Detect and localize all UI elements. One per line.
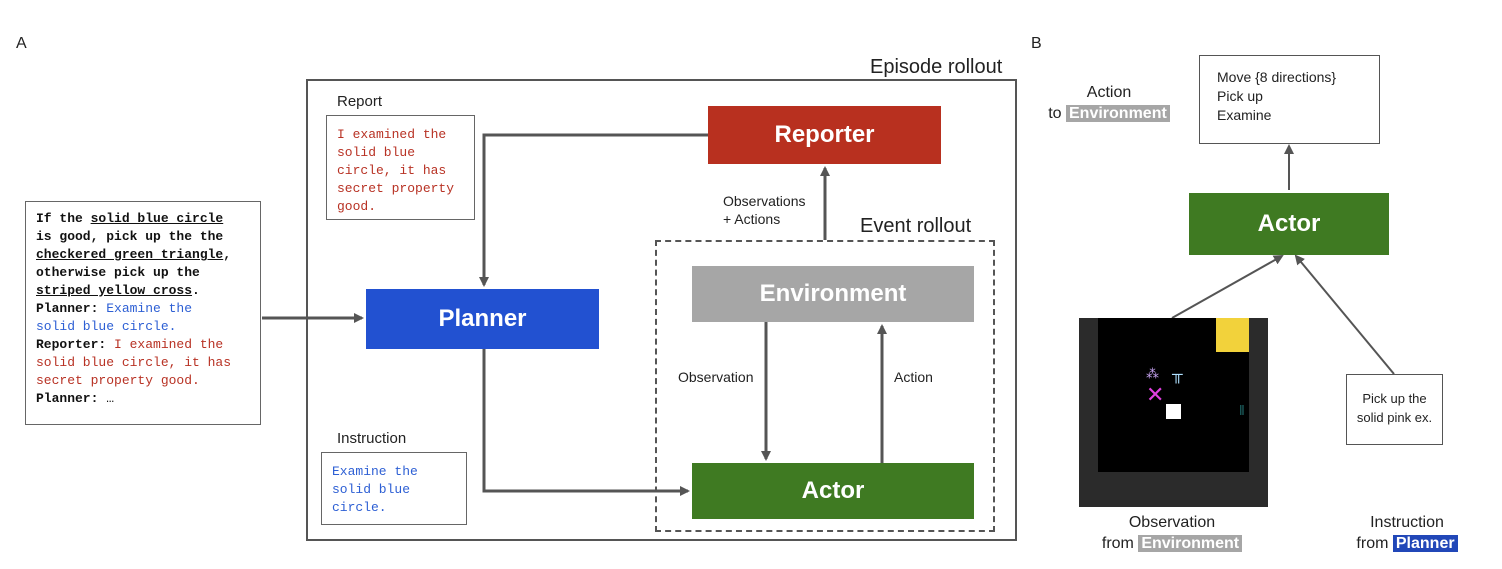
prompt-object-green-triangle: checkered green triangle <box>36 247 224 262</box>
action-caption-to: to <box>1048 105 1066 122</box>
event-rollout-title: Event rollout <box>860 215 972 237</box>
observation-caption-line1: Observation <box>1128 514 1216 531</box>
striped-cyan-object-icon: ╥ <box>1172 366 1183 383</box>
action-caption-line1: Action <box>1086 84 1132 101</box>
instruction-from-planner-caption: Instruction from Planner <box>1352 512 1462 554</box>
instruction-line: solid blue <box>332 482 411 497</box>
teal-object-icon: ‖ <box>1239 402 1245 418</box>
planner-to-actor-arrow <box>482 349 690 496</box>
planner-speaker: Planner: <box>36 391 99 406</box>
planner-utterance: Examine the <box>98 301 193 316</box>
prompt-text: , <box>223 247 232 262</box>
planner-speaker: Planner: <box>36 301 99 316</box>
environment-highlight: Environment <box>1138 535 1243 552</box>
episode-rollout-title: Episode rollout <box>870 56 1003 78</box>
instruction-box: Pick up the solid pink ex. <box>1346 374 1443 445</box>
action-space-item: Pick up <box>1217 88 1263 104</box>
instruction-box-line: solid pink ex. <box>1356 410 1433 425</box>
reporter-utterance: secret property good. <box>36 373 200 388</box>
instruction-caption-from: from <box>1356 535 1393 552</box>
prompt-text: If the <box>36 211 91 226</box>
action-space-item: Examine <box>1217 107 1272 123</box>
environment-highlight: Environment <box>1066 105 1170 122</box>
report-line: circle, it has <box>337 163 447 178</box>
instruction-note: Examine the solid blue circle. <box>321 452 467 525</box>
reporter-to-planner-arrow <box>479 133 708 287</box>
observation-caption-from: from <box>1101 535 1139 552</box>
pink-ex-icon: ✕ <box>1146 382 1165 407</box>
observation-to-actor-arrow <box>1171 255 1284 319</box>
observation-label: Observation <box>678 369 754 385</box>
wall-right <box>1249 318 1268 507</box>
panel-b-actor-block: Actor <box>1189 193 1389 255</box>
prompt-text: is good, pick up the the <box>36 229 224 244</box>
instruction-label: Instruction <box>337 430 407 447</box>
report-note: I examined the solid blue circle, it has… <box>326 115 475 220</box>
report-line: good. <box>337 199 377 214</box>
observations-line1: Observations <box>723 193 806 209</box>
report-line: secret property <box>337 181 455 196</box>
prompt-object-yellow-cross: striped yellow cross <box>36 283 193 298</box>
report-label: Report <box>337 93 383 110</box>
reporter-utterance: solid blue circle, it has <box>36 355 232 370</box>
instruction-line: circle. <box>332 500 387 515</box>
environment-block: Environment <box>692 266 974 322</box>
agent-square <box>1166 404 1181 419</box>
reporter-utterance: I examined the <box>106 337 224 352</box>
event-rollout-box <box>655 240 995 532</box>
reporter-block: Reporter <box>708 106 941 164</box>
planner-block: Planner <box>366 289 599 349</box>
instruction-caption-line1: Instruction <box>1370 514 1444 531</box>
report-line: solid blue <box>337 145 416 160</box>
observation-image: ⁂ ╥ ✕ ‖ <box>1079 318 1268 507</box>
purple-object-icon: ⁂ <box>1146 367 1159 382</box>
wall-bottom <box>1079 472 1268 507</box>
prompt-text: . <box>192 283 200 298</box>
action-to-environment-caption: Action to Environment <box>1044 82 1174 124</box>
planner-highlight: Planner <box>1392 535 1458 552</box>
wall-left <box>1079 318 1098 507</box>
prompt-text: otherwise pick up the <box>36 265 200 280</box>
yellow-object <box>1216 318 1249 352</box>
report-line: I examined the <box>337 127 447 142</box>
panel-a-letter: A <box>16 35 27 52</box>
observations-actions-label: Observations + Actions <box>723 192 805 228</box>
observation-from-environment-caption: Observation from Environment <box>1082 512 1262 554</box>
prompt-note: If the solid blue circle is good, pick u… <box>25 201 261 425</box>
instruction-box-line: Pick up the <box>1362 391 1427 406</box>
episode-rollout-box <box>306 79 1017 541</box>
planner-utterance: solid blue circle. <box>36 319 177 334</box>
panel-b-letter: B <box>1031 35 1042 52</box>
reporter-speaker: Reporter: <box>36 337 107 352</box>
actor-block: Actor <box>692 463 974 519</box>
observations-line2: + Actions <box>723 211 781 227</box>
action-space-item: Move {8 directions} <box>1217 69 1337 85</box>
planner-utterance: … <box>98 391 115 406</box>
instruction-to-actor-arrow <box>1294 254 1395 375</box>
action-label: Action <box>894 369 933 385</box>
instruction-line: Examine the <box>332 464 418 479</box>
prompt-object-blue-circle: solid blue circle <box>90 211 224 226</box>
action-space-box: Move {8 directions} Pick up Examine <box>1199 55 1380 144</box>
